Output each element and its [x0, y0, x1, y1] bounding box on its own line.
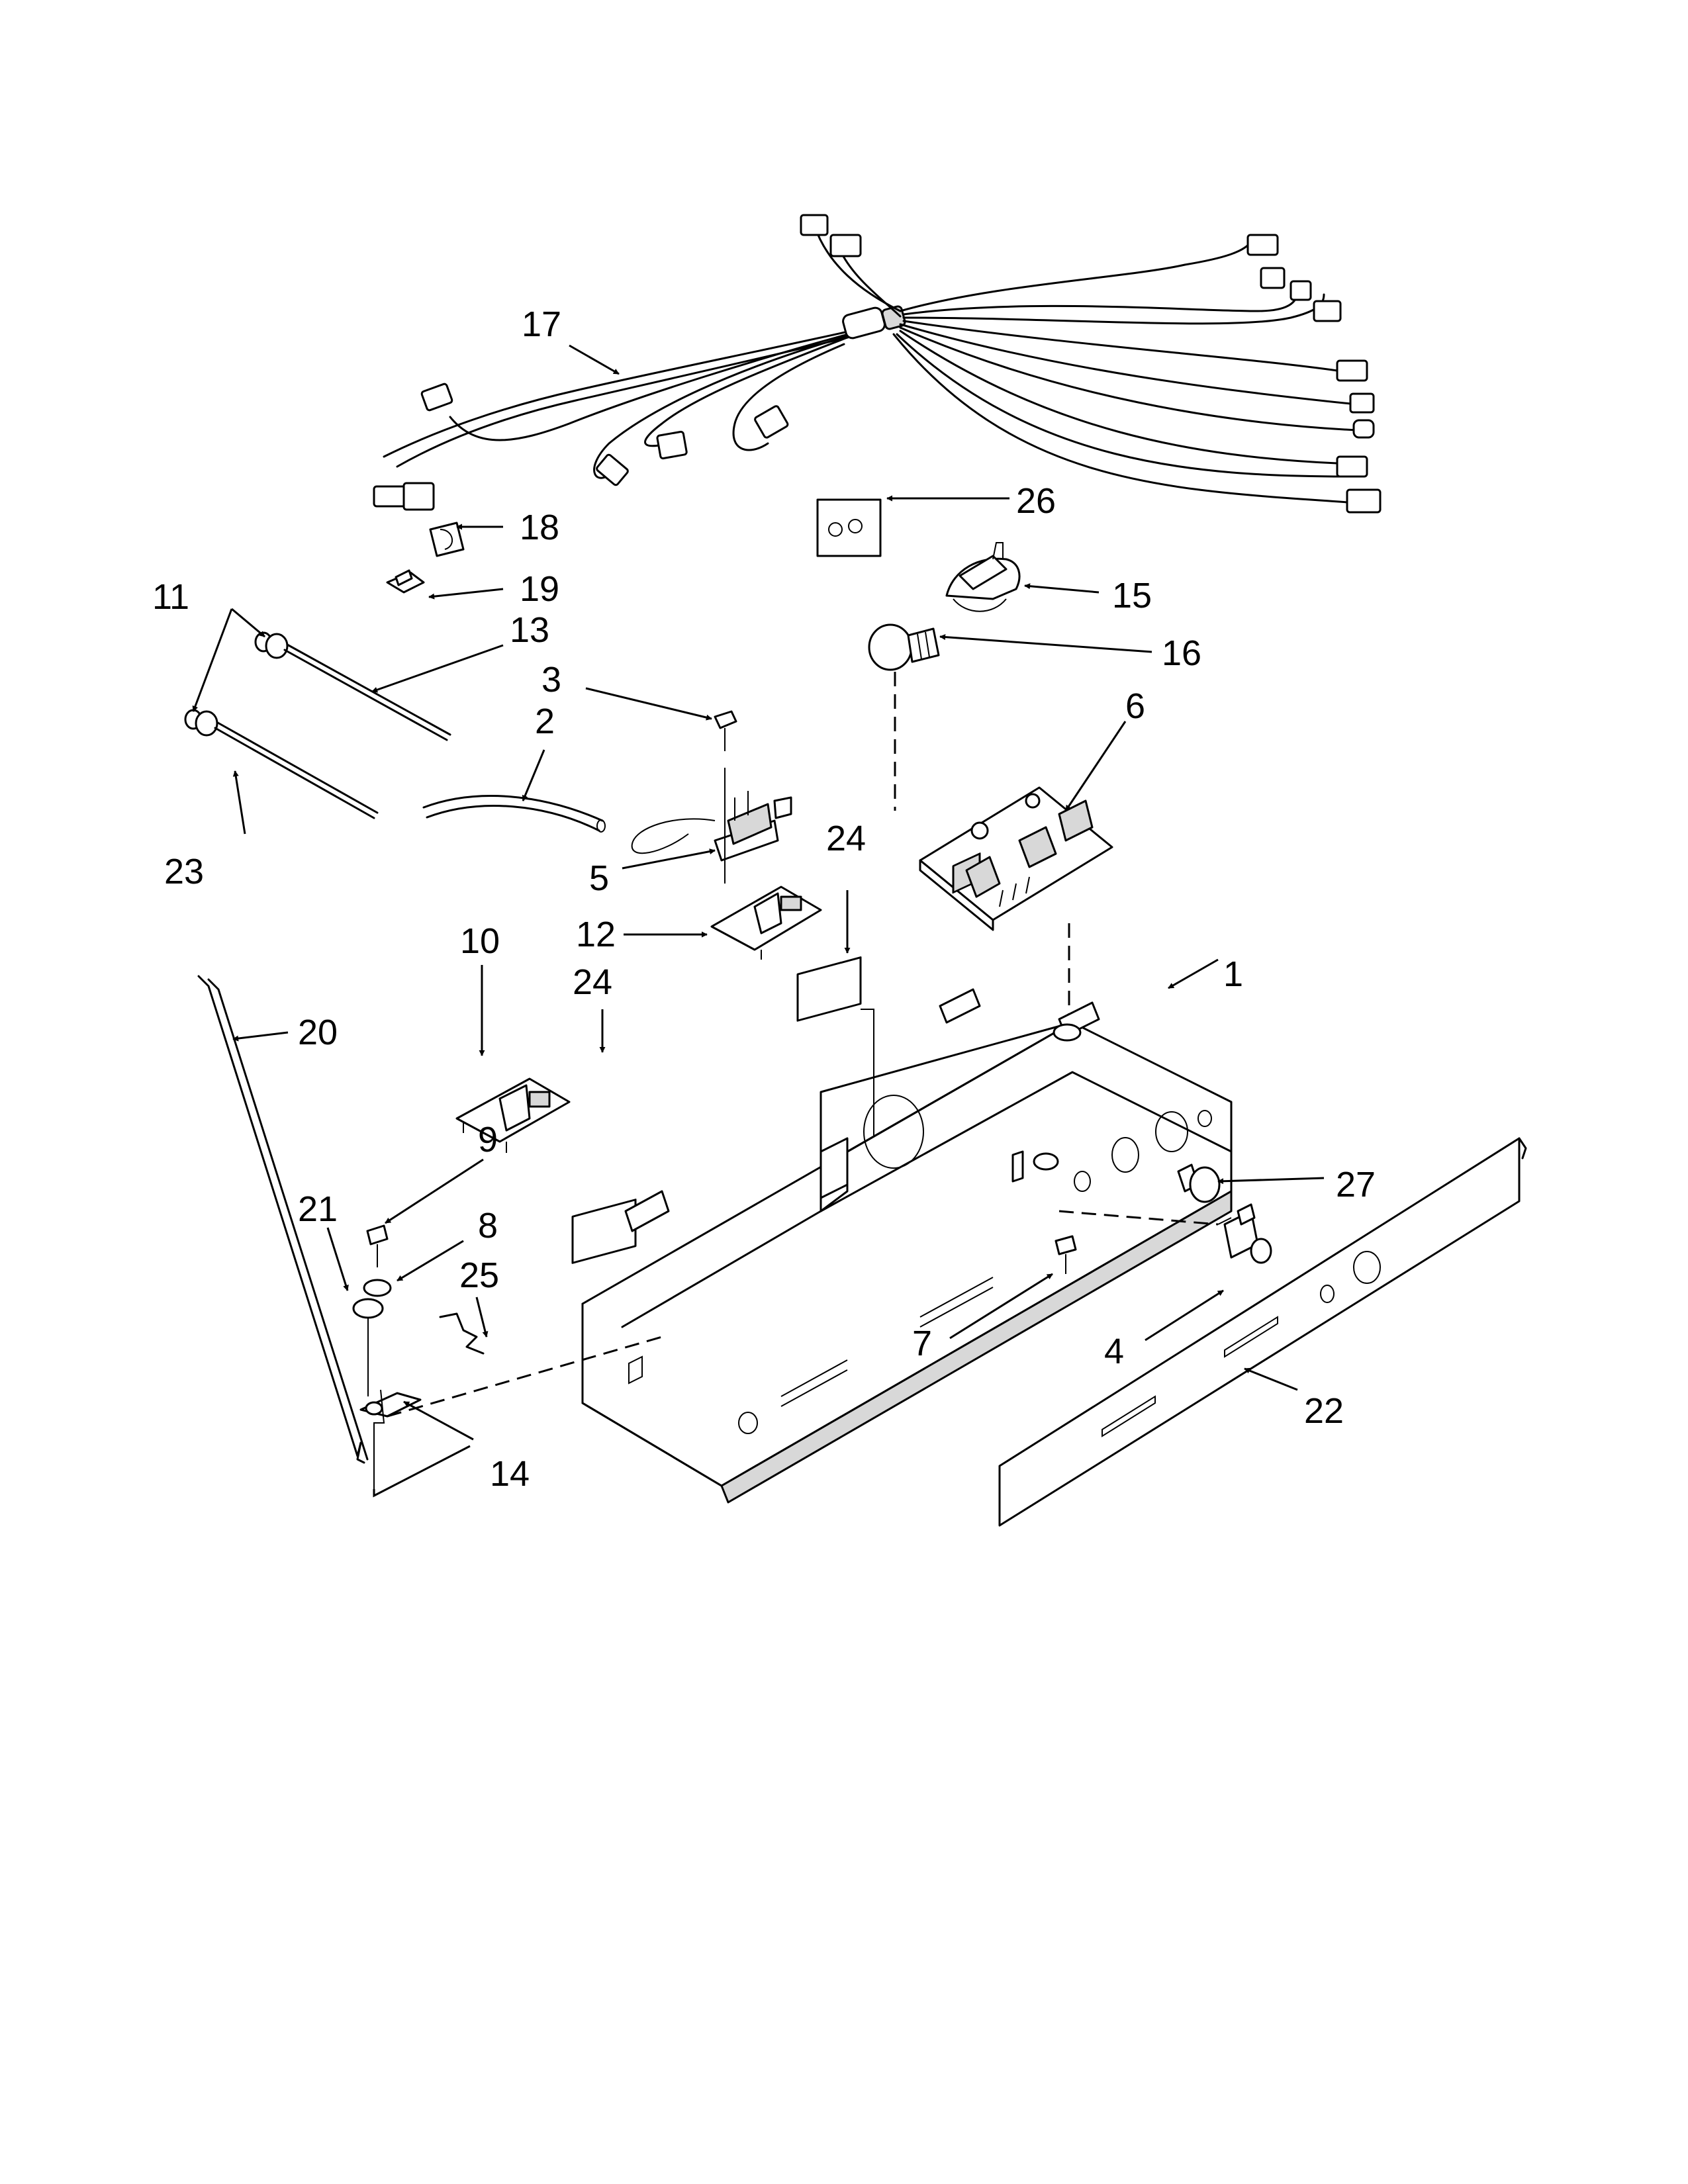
callout-16: 16	[1162, 633, 1201, 673]
callout-22: 22	[1304, 1391, 1344, 1431]
screw-7	[1055, 1235, 1077, 1274]
wire-harness	[373, 214, 1382, 514]
switch-assembly	[631, 768, 792, 884]
callout-3: 3	[541, 660, 561, 700]
callout-8: 8	[478, 1206, 498, 1246]
callout-11: 11	[152, 577, 189, 617]
callout-1: 1	[1223, 954, 1243, 994]
callout-9: 9	[478, 1120, 498, 1160]
label-24-right	[796, 956, 862, 1022]
bracket-12	[710, 886, 822, 960]
lamp-socket	[945, 542, 1021, 612]
callout-7: 7	[912, 1324, 932, 1363]
callout-26: 26	[1016, 481, 1056, 521]
harness-clip	[429, 522, 465, 557]
screw-3	[714, 710, 737, 751]
callout-12: 12	[576, 915, 616, 954]
screw-9	[366, 1224, 389, 1267]
callout-5: 5	[589, 858, 609, 898]
callout-24b: 24	[573, 962, 612, 1002]
callout-15: 15	[1112, 576, 1152, 615]
retainer-clip	[386, 569, 425, 594]
bracket-10	[455, 1077, 571, 1153]
washer-8	[363, 1279, 392, 1297]
washer-21	[352, 1298, 384, 1319]
foam-pad	[816, 498, 882, 557]
spring-wire	[439, 1312, 485, 1355]
callout-20: 20	[298, 1013, 338, 1052]
control-board	[919, 786, 1113, 931]
drain-tubes	[214, 643, 451, 819]
control-housing	[581, 988, 1233, 1504]
callout-18: 18	[520, 508, 559, 547]
callout-24a: 24	[826, 819, 866, 858]
callout-6: 6	[1125, 686, 1145, 726]
callout-10: 10	[460, 921, 500, 961]
callout-2: 2	[535, 702, 555, 741]
callout-25: 25	[459, 1255, 499, 1295]
callout-23: 23	[164, 852, 204, 891]
callout-4: 4	[1104, 1332, 1124, 1371]
hinge-bracket	[359, 1336, 663, 1489]
tube-grommets	[184, 631, 289, 737]
push-button	[1177, 1163, 1221, 1203]
callout-17: 17	[522, 304, 561, 344]
callout-14: 14	[490, 1454, 530, 1494]
leader-arrows	[192, 344, 1325, 1498]
callout-13: 13	[510, 610, 549, 650]
hose	[422, 795, 606, 833]
trim-rod	[197, 975, 369, 1464]
thermostat-leader-line	[1058, 1210, 1219, 1226]
callout-19: 19	[520, 569, 559, 609]
callout-27: 27	[1336, 1165, 1376, 1205]
thermostat	[1217, 1203, 1272, 1264]
label-24-left	[571, 1199, 637, 1264]
front-panel	[998, 1137, 1527, 1527]
light-bulb	[868, 623, 940, 671]
callout-21: 21	[298, 1189, 338, 1229]
